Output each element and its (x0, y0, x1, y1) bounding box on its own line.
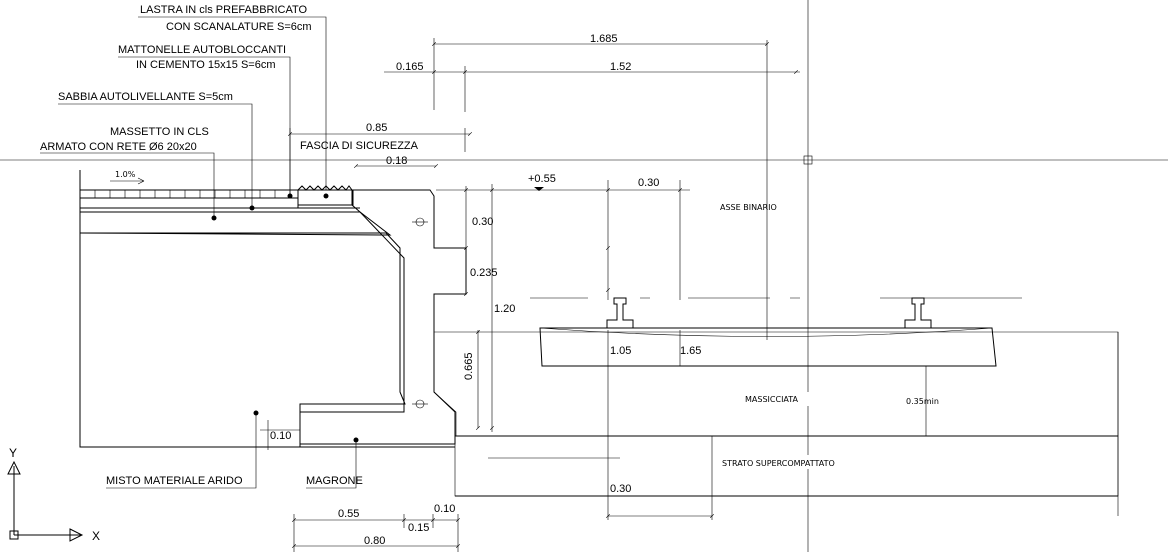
anchor-marks (412, 217, 428, 409)
dim-018: 0.18 (386, 155, 407, 167)
dim-030-bottom: 0.30 (610, 483, 631, 495)
dimension-texts: 1.685 0.165 1.52 0.85 0.18 +0.55 0.30 0.… (270, 33, 939, 547)
label-lastra-1: LASTRA IN cls PREFABBRICATO (140, 4, 308, 16)
ucs-icon: Y X (7, 446, 100, 543)
label-massicciata: MASSICCIATA (745, 395, 799, 404)
misto-material-block (79, 232, 406, 448)
label-lastra-2: CON SCANALATURE S=6cm (166, 21, 312, 33)
dim-015: 0.15 (408, 522, 429, 534)
label-slope: 1.0% (115, 170, 136, 179)
dim-080: 0.80 (364, 535, 385, 547)
label-strato: STRATO SUPERCOMPATTATO (722, 459, 835, 468)
dim-0165: 0.165 (396, 61, 424, 73)
dim-120: 1.20 (494, 303, 515, 315)
label-misto: MISTO MATERIALE ARIDO (106, 475, 243, 487)
label-asse-binario: ASSE BINARIO (720, 203, 777, 212)
label-massetto-2: ARMATO CON RETE Ø6 20x20 (40, 141, 197, 153)
dim-030-top: 0.30 (638, 177, 659, 189)
dim-030: 0.30 (472, 216, 493, 228)
ucs-x-label: X (92, 529, 100, 543)
dim-152: 1.52 (610, 61, 631, 73)
label-mattonelle-2: IN CEMENTO 15x15 S=6cm (136, 59, 275, 71)
material-labels: LASTRA IN cls PREFABBRICATO CON SCANALAT… (40, 4, 835, 487)
ballast-area (433, 327, 1119, 516)
ucs-y-label: Y (9, 446, 17, 460)
concrete-curb (299, 189, 467, 445)
dim-1685: 1.685 (590, 33, 618, 45)
leader-lines (40, 16, 544, 489)
dim-035min: 0.35min (906, 397, 939, 406)
rail-left (606, 297, 634, 329)
dim-165: 1.65 (680, 345, 701, 357)
dim-055: 0.55 (338, 508, 359, 520)
massetto-layer (79, 211, 392, 236)
rail-right (904, 297, 932, 329)
dim-plus055: +0.55 (528, 173, 556, 185)
label-magrone: MAGRONE (306, 475, 363, 487)
label-massetto-1: MASSETTO IN CLS (110, 126, 209, 138)
dim-0665: 0.665 (463, 352, 475, 380)
dim-105: 1.05 (610, 345, 631, 357)
label-mattonelle-1: MATTONELLE AUTOBLOCCANTI (118, 44, 286, 56)
dimension-lines (260, 38, 927, 552)
dim-010-left: 0.10 (270, 430, 291, 442)
label-sabbia: SABBIA AUTOLIVELLANTE S=5cm (58, 91, 233, 103)
dim-085: 0.85 (366, 122, 387, 134)
dim-0235: 0.235 (470, 267, 498, 279)
dim-010: 0.10 (434, 503, 455, 515)
label-fascia: FASCIA DI SICUREZZA (300, 140, 419, 152)
